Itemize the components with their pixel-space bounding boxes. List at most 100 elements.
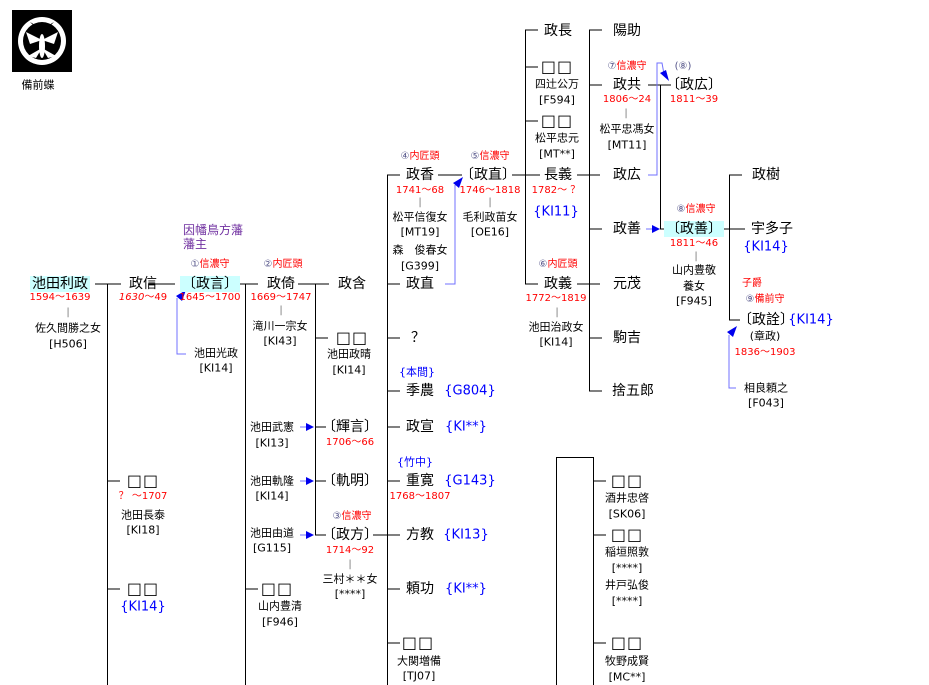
person-suenari[interactable]: 季農	[406, 383, 434, 399]
years: 1741～68	[395, 185, 445, 196]
ref-code: [KI18]	[126, 523, 160, 537]
person-tadamoto[interactable]: 松平忠元	[535, 131, 579, 145]
person-unknown[interactable]: ？	[411, 330, 425, 346]
person-masaharu[interactable]: 池田政晴	[327, 347, 371, 361]
person-masanao-son[interactable]: 政直	[406, 276, 434, 292]
person-nagayasu[interactable]: 池田長泰	[121, 508, 165, 522]
person-tadahiro[interactable]: 酒井忠啓	[605, 491, 649, 505]
generation-number: ⑨	[745, 294, 755, 305]
years: ？ ～1707	[118, 491, 168, 502]
spouse: 松平信復女	[392, 210, 448, 224]
person-kinkazu[interactable]: 四辻公万	[535, 77, 579, 91]
person-terukoto[interactable]: 〔輝言〕	[322, 419, 378, 435]
person-noritaka[interactable]: 池田軌隆	[250, 474, 294, 488]
person-masumoto[interactable]: 大関増備	[397, 654, 441, 668]
ref-code: [TJ07]	[402, 669, 436, 683]
years: 1768～1807	[389, 491, 451, 502]
person-masanobu2[interactable]: 政宣	[406, 419, 434, 435]
ref-code: {KI14}	[120, 599, 166, 615]
ref-code: [KI14]	[539, 335, 573, 349]
person-toshimasa[interactable]: 池田利政	[30, 276, 90, 292]
title: ⑥内匠頭	[539, 260, 578, 270]
domain-role: 藩主	[183, 237, 208, 251]
person-masaki[interactable]: 政樹	[752, 167, 780, 183]
person-yosuke[interactable]: 陽助	[613, 23, 641, 39]
ref-code: [OE16]	[470, 225, 510, 239]
unknown-name-box: □□	[126, 579, 160, 598]
unknown-name-box: □□	[540, 111, 574, 130]
person-masanao[interactable]: 〔政直〕	[460, 167, 516, 183]
person-terunobu[interactable]: 稲垣照敦	[605, 545, 649, 559]
ref-code: {KI13}	[443, 527, 489, 543]
alt-name: (章政)	[749, 329, 781, 343]
person-mitsumasa[interactable]: 池田光政	[194, 346, 238, 360]
spouse: 森 俊春女	[392, 243, 448, 257]
person-sutegoro[interactable]: 捨五郎	[612, 383, 654, 399]
ref-code: [G115]	[252, 541, 292, 555]
spouse: 滝川一宗女	[252, 319, 308, 333]
person-masatomo[interactable]: 政共	[613, 77, 641, 93]
generation-number: ④	[400, 151, 410, 162]
person-masayoshi-son[interactable]: 政善	[613, 221, 641, 237]
adoption-arrows	[176, 62, 736, 536]
person-masanobu[interactable]: 政信	[129, 276, 157, 292]
person-motoshige[interactable]: 元茂	[613, 276, 641, 292]
person-masayori[interactable]: 政倚	[267, 276, 295, 292]
unknown-name-box: □□	[540, 57, 574, 76]
person-utako[interactable]: 宇多子	[751, 221, 793, 237]
years: 1630～49	[119, 293, 167, 303]
person-masayoshi-8[interactable]: 〔政善〕	[664, 221, 724, 237]
generation-number: ⑥	[538, 259, 548, 270]
spouse: 佐久間勝之女	[35, 321, 101, 335]
ref-code: {KI11}	[533, 204, 579, 220]
generation-number: ①	[190, 259, 200, 270]
person-masanaga[interactable]: 政長	[544, 23, 572, 39]
person-shigehiro[interactable]: 重寛	[406, 473, 434, 489]
marriage-tick: |	[418, 197, 422, 208]
years: 1714～92	[325, 545, 375, 556]
unknown-name-box: □□	[260, 579, 294, 598]
ref-code: [KI43]	[263, 334, 297, 348]
ref-code: [F946]	[262, 615, 298, 629]
years-start: 1630	[118, 292, 145, 303]
person-katanori[interactable]: 方教	[406, 527, 434, 543]
generation-number: ⑧	[676, 204, 686, 215]
ref-code: [SK06]	[608, 507, 646, 521]
person-shigekata[interactable]: 牧野成賢	[605, 654, 649, 668]
ref-code: [G399]	[400, 259, 440, 273]
unknown-name-box: □□	[610, 633, 644, 652]
person-masahiro[interactable]: 〔政広〕	[666, 77, 722, 93]
person-masakoto[interactable]: 〔政言〕	[180, 276, 240, 292]
person-yorikatsu[interactable]: 頼功	[406, 581, 434, 597]
years: 1669～1747	[250, 292, 312, 303]
person-komakichi[interactable]: 駒吉	[613, 330, 641, 346]
generation-number: ③	[332, 511, 342, 522]
person-hirotoshi[interactable]: 井戸弘俊	[605, 578, 649, 592]
ref-code: [KI13]	[255, 436, 289, 450]
title: ⑦信濃守	[608, 62, 647, 72]
person-noriaki[interactable]: 〔軌明〕	[322, 473, 378, 489]
years: 1645～1700	[179, 292, 241, 303]
person-yoriyuki[interactable]: 相良頼之	[744, 381, 788, 395]
person-masayoshi[interactable]: 政義	[544, 276, 572, 292]
years-end: ～49	[144, 292, 168, 303]
ref-code: [****]	[611, 594, 643, 608]
generation-number: ⑦	[607, 61, 617, 72]
person-yoshimichi[interactable]: 池田由道	[250, 526, 294, 540]
person-masaka[interactable]: 政香	[406, 167, 434, 183]
person-nagayoshi[interactable]: 長義	[544, 167, 572, 183]
unknown-name-box: □□	[335, 328, 369, 347]
court-title: 内匠頭	[547, 259, 578, 270]
person-takenori[interactable]: 池田武憲	[250, 420, 294, 434]
spouse: 三村＊＊女	[322, 572, 378, 586]
court-title: 備前守	[754, 294, 785, 305]
person-masahiro-son[interactable]: 政広	[613, 167, 641, 183]
person-masaakira[interactable]: 〔政詮〕	[738, 312, 794, 328]
unknown-name-box: □□	[610, 471, 644, 490]
marriage-tick: |	[279, 305, 283, 316]
person-masakata[interactable]: 〔政方〕	[322, 527, 378, 543]
person-toyokiyo[interactable]: 山内豊清	[258, 599, 302, 613]
person-masagan[interactable]: 政含	[338, 276, 366, 292]
title: ③信濃守	[333, 512, 372, 522]
spouse: 毛利政苗女	[462, 210, 518, 224]
